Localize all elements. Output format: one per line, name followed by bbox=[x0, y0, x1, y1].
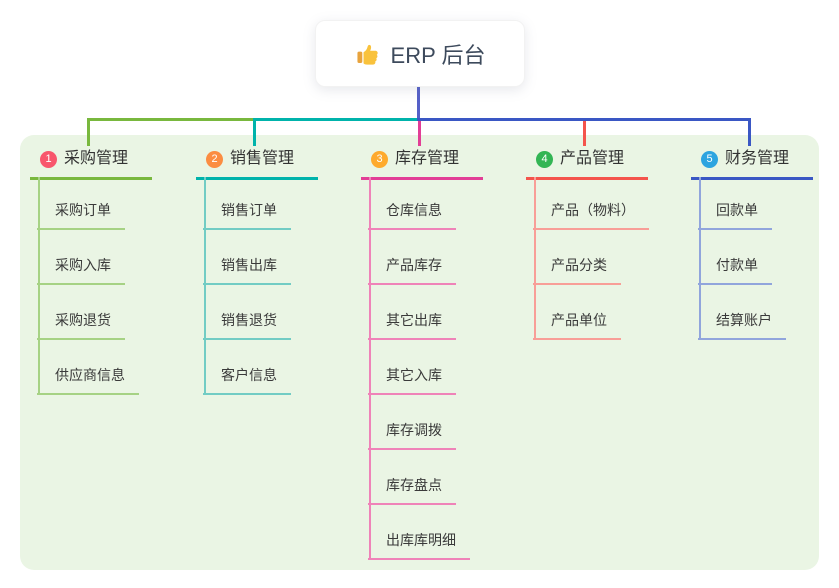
child-node[interactable]: 付款单 bbox=[698, 255, 772, 285]
branch-label: 采购管理 bbox=[64, 150, 129, 167]
branch-2: 2 销售管理 销售订单销售出库销售退货客户信息 bbox=[196, 0, 361, 588]
branch-number-badge: 4 bbox=[536, 150, 553, 168]
child-node[interactable]: 库存盘点 bbox=[368, 475, 456, 505]
child-node[interactable]: 销售退货 bbox=[203, 310, 291, 340]
branch-label: 库存管理 bbox=[395, 150, 460, 167]
branch-number-badge: 2 bbox=[206, 150, 223, 168]
child-node[interactable]: 采购订单 bbox=[37, 200, 125, 230]
child-node[interactable]: 销售出库 bbox=[203, 255, 291, 285]
branch-node[interactable]: 3 库存管理 bbox=[361, 146, 483, 180]
branch-drop-line bbox=[583, 118, 586, 146]
child-node[interactable]: 出库库明细 bbox=[368, 530, 470, 560]
branch-3: 3 库存管理 仓库信息产品库存其它出库其它入库库存调拨库存盘点出库库明细 bbox=[361, 0, 526, 588]
branch-number-badge: 3 bbox=[371, 150, 388, 168]
root-connector-line bbox=[417, 85, 420, 121]
child-node[interactable]: 仓库信息 bbox=[368, 200, 456, 230]
child-node[interactable]: 产品单位 bbox=[533, 310, 621, 340]
rail-mid-line bbox=[253, 118, 418, 121]
branch-label: 销售管理 bbox=[230, 150, 295, 167]
child-node[interactable]: 销售订单 bbox=[203, 200, 291, 230]
branches-panel bbox=[20, 135, 819, 570]
thumbs-up-icon bbox=[355, 41, 381, 67]
branch-4: 4 产品管理 产品（物料） 产品分类产品单位 bbox=[526, 0, 691, 588]
branch-spine-line bbox=[38, 177, 40, 395]
branch-number-badge: 5 bbox=[701, 150, 718, 168]
child-node[interactable]: 供应商信息 bbox=[37, 365, 139, 395]
branch-label: 产品管理 bbox=[560, 150, 625, 167]
branch-drop-line bbox=[87, 118, 90, 146]
child-node[interactable]: 产品（物料） bbox=[533, 200, 649, 230]
branch-spine-line bbox=[204, 177, 206, 395]
branch-drop-line bbox=[253, 118, 256, 146]
branch-spine-line bbox=[699, 177, 701, 340]
child-node[interactable]: 回款单 bbox=[698, 200, 772, 230]
child-node[interactable]: 其它入库 bbox=[368, 365, 456, 395]
child-node[interactable]: 其它出库 bbox=[368, 310, 456, 340]
branch-drop-line bbox=[418, 118, 421, 146]
branch-spine-line bbox=[369, 177, 371, 560]
root-node[interactable]: ERP 后台 bbox=[315, 20, 525, 87]
branch-node[interactable]: 1 采购管理 bbox=[30, 146, 152, 180]
branch-1: 1 采购管理 采购订单采购入库采购退货供应商信息 bbox=[30, 0, 195, 588]
branch-spine-line bbox=[534, 177, 536, 340]
child-node[interactable]: 库存调拨 bbox=[368, 420, 456, 450]
child-node[interactable]: 采购退货 bbox=[37, 310, 125, 340]
rail-left-line bbox=[87, 118, 253, 121]
branch-node[interactable]: 5 财务管理 bbox=[691, 146, 813, 180]
child-node[interactable]: 结算账户 bbox=[698, 310, 786, 340]
branch-drop-line bbox=[748, 118, 751, 146]
child-node[interactable]: 产品分类 bbox=[533, 255, 621, 285]
child-node[interactable]: 客户信息 bbox=[203, 365, 291, 395]
child-node[interactable]: 产品库存 bbox=[368, 255, 456, 285]
branch-label: 财务管理 bbox=[725, 150, 790, 167]
branch-node[interactable]: 2 销售管理 bbox=[196, 146, 318, 180]
branch-node[interactable]: 4 产品管理 bbox=[526, 146, 648, 180]
root-label: ERP 后台 bbox=[390, 42, 486, 68]
child-node[interactable]: 采购入库 bbox=[37, 255, 125, 285]
branch-number-badge: 1 bbox=[40, 150, 57, 168]
rail-right-line bbox=[417, 118, 751, 121]
branch-5: 5 财务管理 回款单付款单结算账户 bbox=[691, 0, 839, 588]
